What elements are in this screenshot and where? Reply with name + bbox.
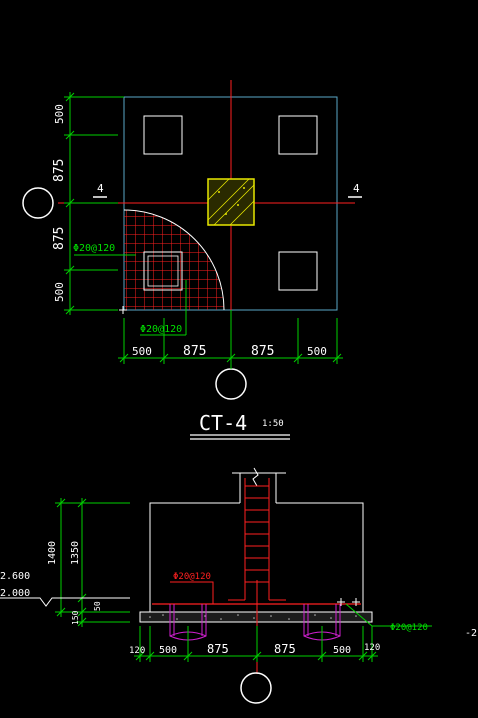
section-dim-bottom-6: 120 xyxy=(364,643,380,653)
level-symbol xyxy=(0,597,130,607)
column-hatch xyxy=(207,178,255,226)
section-dim-150: 150 xyxy=(71,610,80,625)
pile-bottom-right[interactable] xyxy=(278,251,318,291)
plan-dim-left-3: 875 xyxy=(52,227,67,250)
plan-dims-bottom xyxy=(118,318,343,364)
plan-dim-bottom-4: 500 xyxy=(307,345,327,358)
plan-rebar-label-2: Φ20@120 xyxy=(140,324,182,335)
plan-dim-bottom-3: 875 xyxy=(251,344,274,359)
section-rebar-label-right: Φ20@120 xyxy=(390,623,428,633)
section-cap-outline[interactable] xyxy=(149,502,364,612)
drawing-title: CT-4 1:50 xyxy=(190,411,290,440)
axis-bubble-left[interactable] xyxy=(22,187,54,219)
rebar-mesh-arc xyxy=(123,209,225,311)
plan-dims-left xyxy=(64,92,124,315)
section-dim-bottom-2: 500 xyxy=(159,645,177,656)
plan-view: 4 4 500 875 875 500 Φ20@120 Φ20@120 xyxy=(22,80,362,400)
section-dim-1400: 1400 xyxy=(47,541,58,565)
section-cut-text: -2. xyxy=(465,628,478,639)
axis-bubble-section[interactable] xyxy=(240,672,272,704)
section-dim-bottom-3: 875 xyxy=(207,642,229,656)
column-section[interactable] xyxy=(207,178,255,226)
pile-inner-outline xyxy=(147,255,179,287)
plan-dim-bottom-2: 875 xyxy=(183,344,206,359)
plan-rebar-label-1: Φ20@120 xyxy=(73,243,115,254)
column-hatch-dots xyxy=(218,187,245,215)
axis-tag-right: 4 xyxy=(353,182,360,195)
level-2000: 2.000 xyxy=(0,588,30,599)
section-dim-bottom-4: 875 xyxy=(274,642,296,656)
section-view: Φ20@120 Φ20@120 -2. 1400 1350 50 150 2.6… xyxy=(0,467,478,704)
section-dim-bottom-5: 500 xyxy=(333,645,351,656)
plan-dim-left-4: 500 xyxy=(53,282,66,302)
title-name[interactable]: CT-4 xyxy=(199,411,247,435)
blinding-layer[interactable] xyxy=(139,611,373,623)
plan-dim-left-1: 500 xyxy=(53,104,66,124)
pile-top-left[interactable] xyxy=(143,115,183,155)
column-rebar xyxy=(228,478,286,601)
title-scale: 1:50 xyxy=(262,419,284,429)
axis-bubble-bottom[interactable] xyxy=(215,368,247,400)
plan-dim-left-2: 875 xyxy=(52,159,67,182)
section-dim-bottom-1: 120 xyxy=(129,646,145,656)
rebar-leader-top xyxy=(170,581,214,604)
snap-markers xyxy=(337,598,360,606)
section-dim-50: 50 xyxy=(93,601,102,611)
section-dims-bottom xyxy=(134,626,378,662)
blinding-dots xyxy=(149,614,357,620)
snap-cursor xyxy=(119,306,127,314)
pile-bottom-left[interactable] xyxy=(143,251,183,291)
level-2600: 2.600 xyxy=(0,571,30,582)
pile-top-right[interactable] xyxy=(278,115,318,155)
axis-tag-left: 4 xyxy=(97,182,104,195)
break-line xyxy=(252,467,259,487)
plan-dim-bottom-1: 500 xyxy=(132,345,152,358)
section-dim-1350: 1350 xyxy=(70,541,81,565)
section-column[interactable] xyxy=(232,472,286,503)
section-rebar-label-top: Φ20@120 xyxy=(173,572,211,582)
